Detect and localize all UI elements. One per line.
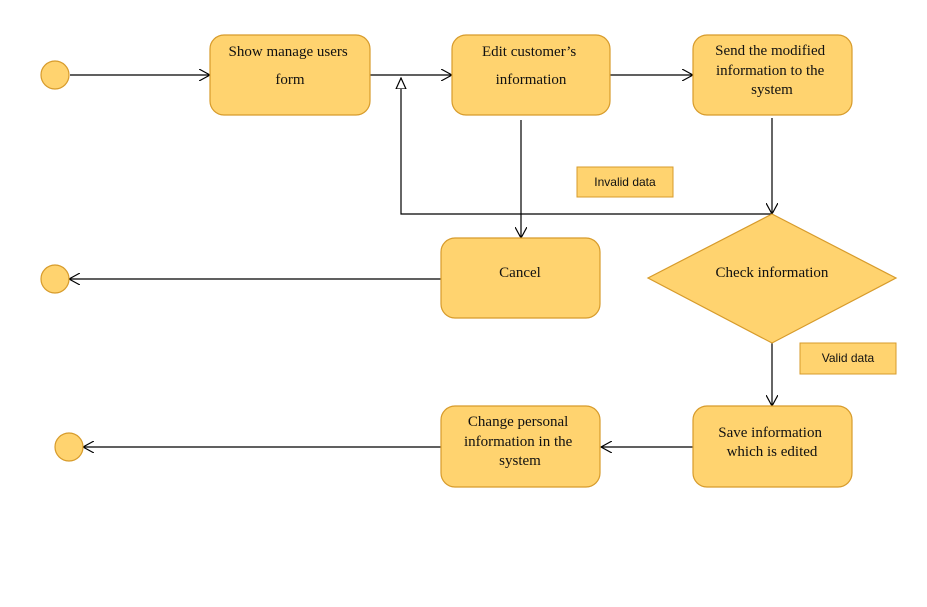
node-label-line: system bbox=[499, 453, 541, 469]
action-show-manage-users-form: Show manage users form bbox=[209, 34, 371, 116]
node-label-line: Change personal bbox=[468, 414, 568, 430]
node-label-line: information to the bbox=[716, 63, 825, 79]
note-valid-data: Valid data bbox=[799, 342, 897, 375]
node-label-line: information bbox=[496, 72, 567, 88]
node-label-line: system bbox=[751, 82, 793, 98]
node-label-line: which is edited bbox=[727, 444, 818, 460]
edge-check-info-to-show-form bbox=[401, 78, 772, 215]
note-valid-label: Valid data bbox=[822, 351, 875, 365]
note-invalid-data: Invalid data bbox=[576, 166, 674, 198]
node-label-line: form bbox=[275, 72, 304, 88]
start-node bbox=[40, 60, 70, 90]
note-invalid-label: Invalid data bbox=[594, 175, 656, 189]
node-label-line: Save information bbox=[718, 425, 822, 441]
svg-text:Send the modified inform: Send the modified information to the sys… bbox=[715, 43, 829, 98]
node-label-line: information in the bbox=[464, 434, 573, 450]
svg-text:Change personal informat: Change personal information in the syste… bbox=[464, 414, 576, 469]
end-node-done bbox=[54, 432, 84, 462]
action-save-information: Save information which is edited bbox=[692, 405, 853, 488]
svg-text:Show manage users form: Show manage users form bbox=[229, 44, 352, 88]
decision-check-information: Check information bbox=[646, 213, 898, 344]
action-cancel: Cancel bbox=[440, 237, 601, 319]
node-label-line: Show manage users bbox=[229, 44, 348, 60]
edges bbox=[69, 75, 772, 447]
node-label-line: Edit customer’s bbox=[482, 44, 576, 60]
node-label-line: Cancel bbox=[499, 265, 541, 281]
end-node-cancel bbox=[40, 264, 70, 294]
svg-text:Edit customer’s informat: Edit customer’s information bbox=[482, 44, 580, 88]
action-edit-customer-information: Edit customer’s information bbox=[451, 34, 611, 116]
node-label-line: Send the modified bbox=[715, 43, 825, 59]
svg-text:Save information which i: Save information which is edited bbox=[718, 425, 825, 460]
action-change-personal-information: Change personal information in the syste… bbox=[440, 405, 601, 488]
node-label-line: Check information bbox=[716, 265, 829, 281]
action-send-modified-information: Send the modified information to the sys… bbox=[692, 34, 853, 116]
